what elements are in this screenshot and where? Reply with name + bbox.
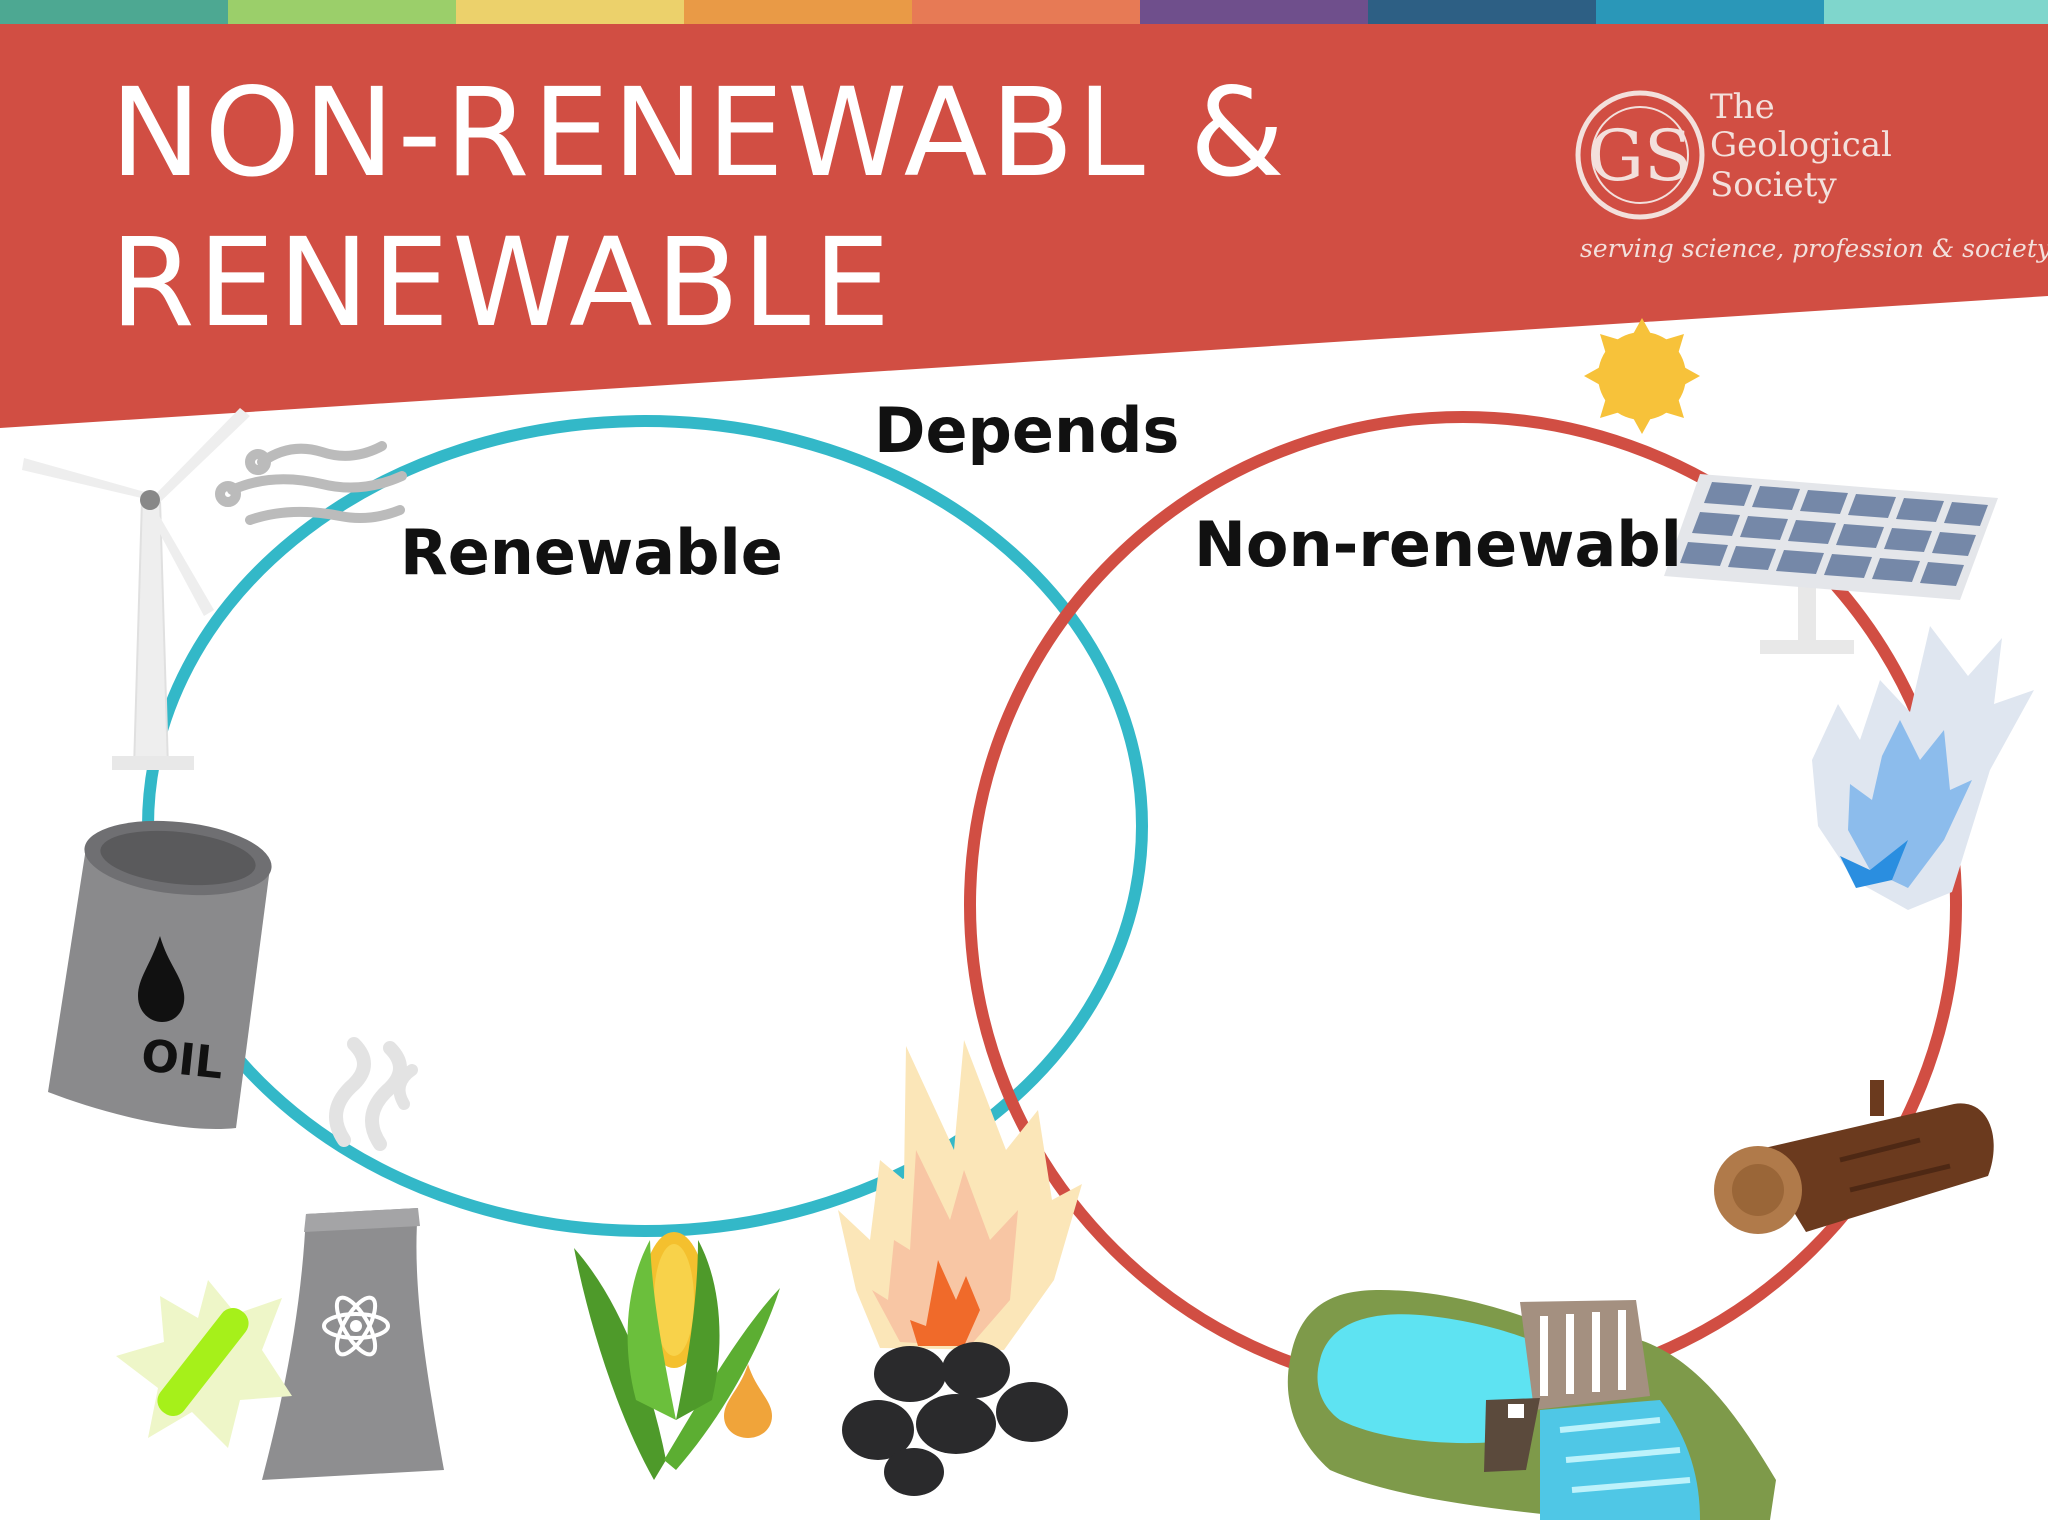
- seal-letters: GS: [1588, 115, 1692, 197]
- title-line-1: NON-RENEWABL &: [110, 62, 1288, 204]
- nonrenewable-label: Non-renewabl: [1194, 508, 1682, 581]
- title-line-2: RENEWABLE: [110, 212, 894, 354]
- oil-label: OIL: [139, 1030, 226, 1089]
- logo-tagline: serving science, profession & society: [1580, 234, 2048, 263]
- color-strip: [0, 0, 2048, 24]
- nuclear-plant-icon: [262, 1037, 444, 1480]
- solar-panel-icon: [1664, 474, 1998, 654]
- sun-icon: [1584, 318, 1700, 434]
- wind-gust-icon: [215, 441, 407, 525]
- overlap-label: Depends: [874, 394, 1180, 467]
- logo-line-the: The: [1710, 87, 1775, 127]
- coal-icon: [842, 1342, 1068, 1496]
- uranium-rod-icon: [116, 1280, 292, 1448]
- header-band: [0, 24, 2048, 428]
- campfire-icon: [838, 1040, 1082, 1350]
- renewable-label: Renewable: [400, 516, 783, 589]
- wind-turbine-icon: [22, 408, 250, 770]
- oil-barrel-icon: OIL: [48, 820, 272, 1130]
- logo-line-geological: Geological: [1710, 125, 1892, 165]
- corn-biofuel-icon: [574, 1232, 780, 1480]
- logo-line-society: Society: [1710, 165, 1837, 205]
- fuel-drop-icon: [724, 1364, 772, 1438]
- geological-society-seal-icon: GS: [1575, 90, 1705, 220]
- natural-gas-flame-icon: [1812, 626, 2034, 910]
- hydro-dam-icon: [1287, 1290, 1776, 1520]
- wooden-log-icon: [1714, 1080, 1994, 1234]
